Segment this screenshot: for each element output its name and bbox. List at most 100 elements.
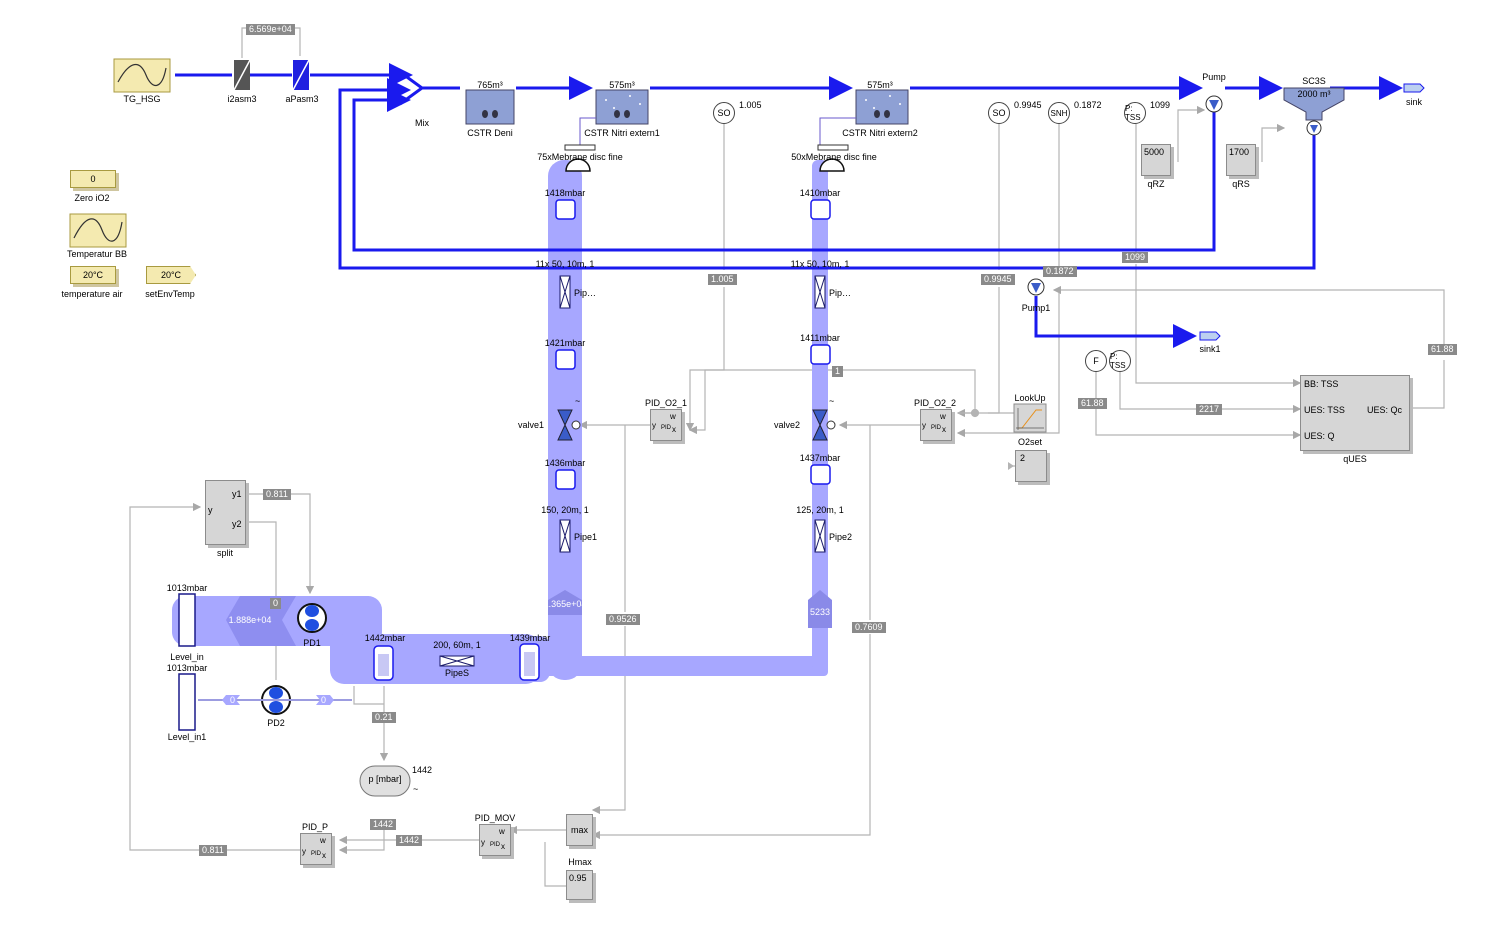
lookup-block[interactable]: [1013, 403, 1047, 433]
pid-o2-1-y: y: [652, 421, 656, 430]
settler-pump-symbol[interactable]: [1306, 120, 1322, 136]
so-sensor-1[interactable]: SO: [713, 102, 735, 124]
membrane1-label: 75xMebrane disc fine: [537, 152, 623, 162]
pid-p-label: PID_P: [301, 822, 329, 832]
membrane-2[interactable]: [817, 117, 856, 172]
snh-sensor[interactable]: SNH: [1048, 102, 1070, 124]
set-env-temp-block[interactable]: 20°C: [146, 266, 196, 284]
mix-label: Mix: [415, 118, 429, 128]
left-pipe-b-label: Pipe1: [574, 532, 598, 542]
cstr-deni-tank[interactable]: [465, 89, 515, 125]
sink1-label: sink1: [1199, 344, 1221, 354]
left-p1: 1418mbar: [544, 188, 586, 198]
pump1-symbol[interactable]: [1027, 278, 1045, 296]
right-p1: 1410mbar: [799, 188, 841, 198]
level-in-tank[interactable]: [178, 593, 196, 647]
pd2-in-value: 0: [230, 695, 236, 705]
pid-o2-1-pid: PID: [661, 425, 672, 431]
split-label: split: [216, 548, 234, 558]
pressure-sensor-body[interactable]: [359, 765, 411, 797]
temperature-air-label: temperature air: [61, 289, 123, 299]
sc3s-settler[interactable]: [1283, 87, 1345, 121]
pid-mov-y: y: [481, 838, 485, 847]
ques-ues-tss: UES: TSS: [1304, 405, 1345, 415]
lookup-label: LookUp: [1014, 393, 1046, 403]
level-in-pressure: 1013mbar: [166, 583, 208, 593]
valve1-position-badge: 0.9526: [606, 614, 640, 625]
i2asm3-converter[interactable]: [233, 59, 251, 91]
pid-p-block[interactable]: w y PID x: [300, 833, 332, 865]
conversion-value-badge: 6.569e+04: [246, 24, 295, 35]
pid-mov-pid: PID: [490, 842, 501, 848]
sink1-icon[interactable]: [1199, 331, 1221, 341]
valve2-icon[interactable]: [812, 409, 836, 441]
pid-o2-1-block[interactable]: w y PID x: [650, 409, 682, 441]
temperature-air-block[interactable]: 20°C: [70, 266, 116, 284]
pump-label: Pump: [1202, 72, 1226, 82]
valve2-tilde: ~: [829, 396, 835, 406]
left-flow-value: 1.365e+04: [543, 599, 587, 609]
pressure-signal-badge-a: 1442: [370, 819, 397, 830]
right-pipe-b-label: Pipe2: [829, 532, 853, 542]
tg-hsg-block[interactable]: [113, 58, 171, 93]
cstr-nitri-extern1-tank[interactable]: [595, 89, 649, 125]
tss-signal-badge-b: 61.88: [1078, 398, 1107, 409]
hmax-block[interactable]: 0.95: [566, 870, 593, 900]
temperatur-bb-block[interactable]: [69, 213, 127, 248]
o2set-label: O2set: [1017, 437, 1043, 447]
set-env-temp-label: setEnvTemp: [145, 289, 195, 299]
pid-p-y: y: [302, 847, 306, 856]
sink-icon[interactable]: [1403, 83, 1425, 93]
settler-volume: 2000 m³: [1297, 89, 1331, 99]
blower-inlet-flow: 1.888e+04: [228, 615, 272, 625]
cstr-nitri-extern2-tank[interactable]: [855, 89, 909, 125]
pid-mov-w: w: [499, 827, 505, 836]
pd1-blower[interactable]: [297, 603, 327, 633]
hmax-label: Hmax: [568, 857, 592, 867]
ques-block[interactable]: BB: TSS UES: TSS UES: Q UES: Qc: [1300, 375, 1410, 451]
so-sensor-2[interactable]: SO: [988, 102, 1010, 124]
so-sensor-1-value: 1.005: [739, 100, 762, 110]
pd1-label: PD1: [303, 638, 321, 648]
qrs-block[interactable]: 1700: [1226, 144, 1256, 176]
pid-o2-1-x: x: [672, 425, 676, 434]
tss-sensor[interactable]: P: TSS: [1124, 102, 1146, 124]
i2asm3-label: i2asm3: [227, 94, 257, 104]
pressure-nodes[interactable]: [373, 199, 831, 681]
flow-sensor[interactable]: F: [1085, 350, 1107, 372]
pid-mov-label: PID_MOV: [474, 813, 516, 823]
o2set-block[interactable]: 2: [1015, 450, 1047, 482]
max-block[interactable]: max: [566, 814, 593, 846]
pid-o2-1-label: PID_O2_1: [644, 398, 688, 408]
ues-tss-badge: 2217: [1196, 404, 1223, 415]
left-pipe-a-spec: 11x 50, 10m, 1: [535, 259, 595, 269]
tss-sensor-2[interactable]: P: TSS: [1109, 350, 1131, 372]
level-in1-tank[interactable]: [178, 673, 196, 731]
snh-return-badge: 0.1872: [1043, 266, 1077, 277]
mix-junction-shape: [399, 70, 425, 106]
pump-symbol[interactable]: [1205, 95, 1223, 113]
level-in1-pressure: 1013mbar: [166, 663, 208, 673]
valve1-icon[interactable]: [557, 409, 581, 441]
pid-p-w: w: [320, 836, 326, 845]
apasm3-converter[interactable]: [292, 59, 310, 91]
split-y1-badge: 0.811: [263, 489, 291, 500]
pressure-ratio-badge: 0.21: [372, 712, 396, 723]
deni-label: CSTR Deni: [467, 128, 513, 138]
temperatur-bb-label: Temperatur BB: [66, 249, 128, 259]
zero-io2-block[interactable]: 0: [70, 170, 116, 188]
so-sensor-2-value: 0.9945: [1014, 100, 1042, 110]
pipe-elements[interactable]: [439, 275, 826, 667]
pid-mov-block[interactable]: w y PID x: [479, 824, 511, 856]
node-fill-left: [378, 654, 389, 676]
nitri2-volume: 575m³: [867, 80, 893, 90]
pid-o2-2-y: y: [922, 421, 926, 430]
split-block[interactable]: y y1 y2: [205, 480, 246, 545]
level-in-label: Level_in: [170, 652, 204, 662]
membrane-1[interactable]: [564, 117, 596, 172]
qrz-block[interactable]: 5000: [1141, 144, 1171, 176]
water-lines: [175, 63, 1403, 348]
pid-o2-2-block[interactable]: w y PID x: [920, 409, 952, 441]
right-p2: 1411mbar: [800, 333, 840, 343]
